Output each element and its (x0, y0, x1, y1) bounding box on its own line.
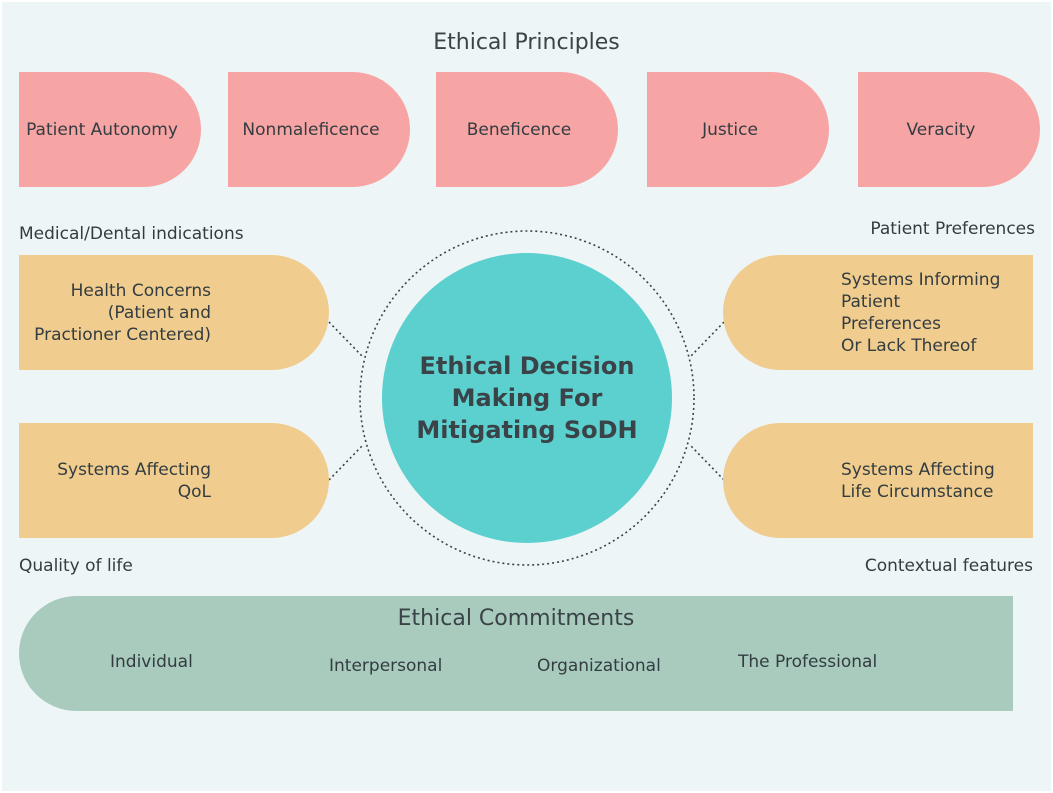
connector-qol (328, 445, 363, 481)
commitment-interpersonal: Interpersonal (329, 656, 443, 676)
box-health-concerns: Health Concerns (Patient and Practioner … (19, 255, 329, 370)
box-systems-circumstance: Systems Affecting Life Circumstance (723, 423, 1033, 538)
principle-label: Nonmaleficence (242, 119, 380, 140)
label-contextual-features: Contextual features (864, 556, 1033, 576)
label-patient-preferences: Patient Preferences (870, 219, 1035, 239)
principle-label: Veracity (906, 119, 976, 140)
label-quality-of-life: Quality of life (19, 556, 133, 576)
box-systems-informing-text: Systems Informing Patient Preferences Or… (841, 269, 1001, 356)
principle-label: Beneficence (466, 119, 572, 140)
principle-label: Justice (702, 119, 758, 140)
connector-informing (690, 321, 725, 357)
connector-circumstance (690, 445, 725, 481)
box-systems-circumstance-text: Systems Affecting Life Circumstance (841, 459, 995, 502)
ethical-commitments-title: Ethical Commitments (397, 606, 635, 631)
ethical-principles-title: Ethical Principles (433, 30, 620, 55)
box-systems-qol-text: Systems Affecting QoL (57, 459, 211, 502)
box-systems-qol: Systems Affecting QoL (19, 423, 329, 538)
center-circle: Ethical Decision Making For Mitigating S… (382, 253, 672, 543)
label-medical-dental: Medical/Dental indications (19, 224, 244, 244)
principle-justice: Justice (647, 72, 829, 187)
commitment-organizational: Organizational (537, 656, 661, 676)
principle-beneficence: Beneficence (436, 72, 618, 187)
ethical-commitments-bar: Ethical Commitments Individual Interpers… (19, 596, 1013, 711)
principle-label: Patient Autonomy (26, 119, 178, 140)
box-health-concerns-text: Health Concerns (Patient and Practioner … (34, 280, 211, 345)
commitment-individual: Individual (110, 652, 193, 672)
principle-patient-autonomy: Patient Autonomy (19, 72, 201, 187)
principle-veracity: Veracity (858, 72, 1040, 187)
principle-nonmaleficence: Nonmaleficence (228, 72, 410, 187)
center-title: Ethical Decision Making For Mitigating S… (416, 352, 638, 444)
box-systems-informing: Systems Informing Patient Preferences Or… (723, 255, 1033, 370)
commitment-the-professional: The Professional (738, 652, 878, 672)
connector-health (328, 321, 363, 357)
dotted-ring (359, 230, 695, 566)
